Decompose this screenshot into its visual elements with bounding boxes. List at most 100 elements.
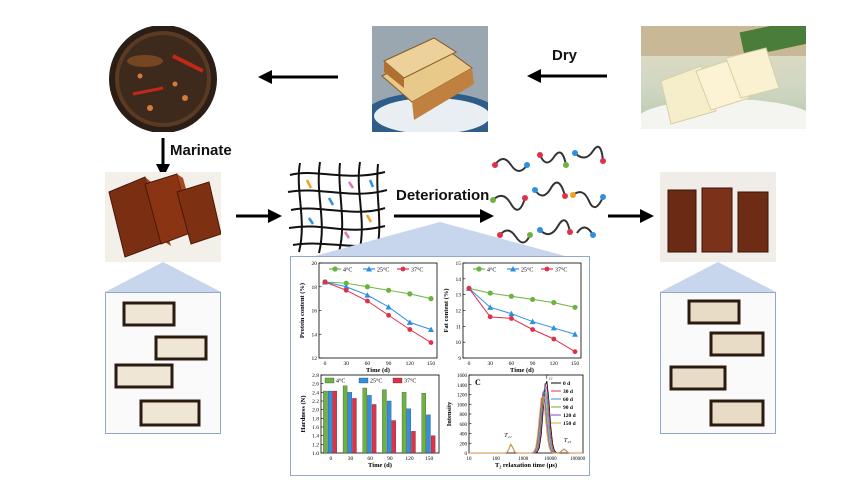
- bar: [352, 398, 357, 454]
- legend-label: 25°C: [521, 267, 533, 274]
- y-tick-label: 2.8: [312, 373, 319, 379]
- legend-label: 30 d: [563, 389, 573, 395]
- y-axis-label: Intensity: [446, 401, 453, 426]
- data-point: [487, 314, 493, 320]
- data-point: [530, 327, 535, 332]
- data-point: [400, 266, 406, 272]
- x-tick-label: 100: [492, 457, 500, 462]
- data-point: [407, 291, 413, 297]
- charts-zoom-triangle: [300, 222, 580, 260]
- bar: [362, 387, 367, 454]
- bar: [347, 392, 352, 454]
- data-point: [386, 287, 392, 293]
- right-cross-section-box: [660, 292, 776, 434]
- x-tick-label: 90: [387, 456, 393, 462]
- degraded-protein-fragments: [485, 145, 610, 253]
- bar: [323, 390, 328, 454]
- legend-label: 0 d: [563, 381, 570, 387]
- protein-network-diagram: [285, 160, 390, 255]
- y-tick-label: 200: [460, 442, 468, 447]
- legend-label: 150 d: [563, 421, 576, 427]
- y-tick-label: 12: [312, 356, 318, 362]
- y-tick-label: 18: [312, 285, 318, 291]
- x-tick-label: 30: [343, 361, 349, 367]
- series-line: [468, 288, 576, 353]
- x-tick-label: 0: [324, 361, 327, 367]
- y-tick-label: 12: [456, 309, 462, 315]
- data-point: [364, 292, 371, 298]
- bar: [391, 420, 396, 454]
- data-point: [572, 349, 578, 355]
- bar: [371, 404, 377, 454]
- y-tick-label: 14: [312, 332, 318, 338]
- data-point: [365, 298, 370, 304]
- bar: [342, 385, 348, 454]
- y-tick-label: 1.8: [312, 416, 319, 422]
- legend-label: 37°C: [411, 267, 423, 274]
- x-tick-label: 0: [329, 456, 332, 462]
- dried-tofu-photo: [372, 26, 488, 132]
- data-point: [366, 266, 372, 272]
- data-point: [428, 296, 434, 302]
- legend-label: 25°C: [370, 378, 382, 385]
- data-point: [343, 283, 350, 290]
- tofu-slice: [709, 399, 765, 427]
- x-tick-label: 150: [425, 456, 434, 462]
- y-tick-label: 11: [456, 324, 462, 330]
- data-point: [476, 266, 482, 272]
- y-tick-label: 2.2: [312, 399, 319, 405]
- data-point: [386, 312, 391, 318]
- data-point: [544, 266, 550, 272]
- data-point: [428, 340, 434, 345]
- bar: [426, 414, 431, 454]
- legend-label: 120 d: [563, 413, 576, 419]
- x-tick-label: 1000: [518, 457, 529, 462]
- series-line: [324, 281, 432, 300]
- tofu-slice: [122, 301, 176, 327]
- data-point: [385, 303, 392, 310]
- y-tick-label: 0: [465, 452, 468, 457]
- data-point: [407, 327, 413, 332]
- legend-label: 90 d: [563, 405, 573, 411]
- y-tick-label: 2.4: [312, 390, 319, 396]
- x-tick-label: 60: [509, 361, 515, 367]
- data-point: [572, 331, 578, 337]
- tofu-slice: [709, 331, 765, 357]
- dry-label: Dry: [552, 47, 578, 64]
- series-line: [468, 287, 576, 308]
- series-line: [469, 395, 583, 454]
- series-line: [324, 281, 432, 330]
- data-point: [509, 316, 514, 321]
- y-tick-label: 1400: [457, 384, 468, 389]
- data-point: [550, 324, 557, 331]
- x-tick-label: 90: [386, 361, 392, 367]
- left-zoom-triangle: [105, 262, 221, 292]
- data-point: [551, 336, 557, 342]
- x-tick-label: 150: [571, 361, 580, 367]
- data-point: [529, 318, 536, 325]
- data-point: [508, 293, 514, 299]
- legend-label: 37°C: [555, 267, 567, 274]
- peak-label: T₂₁: [504, 433, 512, 439]
- marinate-label: Marinate: [170, 142, 232, 159]
- data-point: [508, 310, 515, 317]
- peak-label: T₂₃: [564, 438, 572, 444]
- legend-label: 4°C: [343, 267, 352, 274]
- peak-label: T₂₂: [545, 374, 553, 380]
- x-tick-label: 30: [487, 361, 493, 367]
- deterioration-label: Deterioration: [396, 187, 490, 204]
- x-axis-label: Time (d): [366, 367, 390, 374]
- y-axis-label: Fat content (%): [443, 288, 450, 332]
- legend-swatch: [358, 377, 369, 384]
- x-axis-label: Time (d): [510, 367, 534, 374]
- data-point: [428, 326, 434, 332]
- tofu-slice: [139, 399, 201, 427]
- data-point: [572, 304, 578, 310]
- y-tick-label: 1.2: [312, 442, 319, 448]
- marinated-tofu-photo: [105, 172, 221, 262]
- y-tick-label: 2.6: [312, 382, 319, 388]
- x-tick-label: 120: [405, 456, 414, 462]
- x-tick-label: 0: [468, 361, 471, 367]
- y-tick-label: 400: [460, 433, 468, 438]
